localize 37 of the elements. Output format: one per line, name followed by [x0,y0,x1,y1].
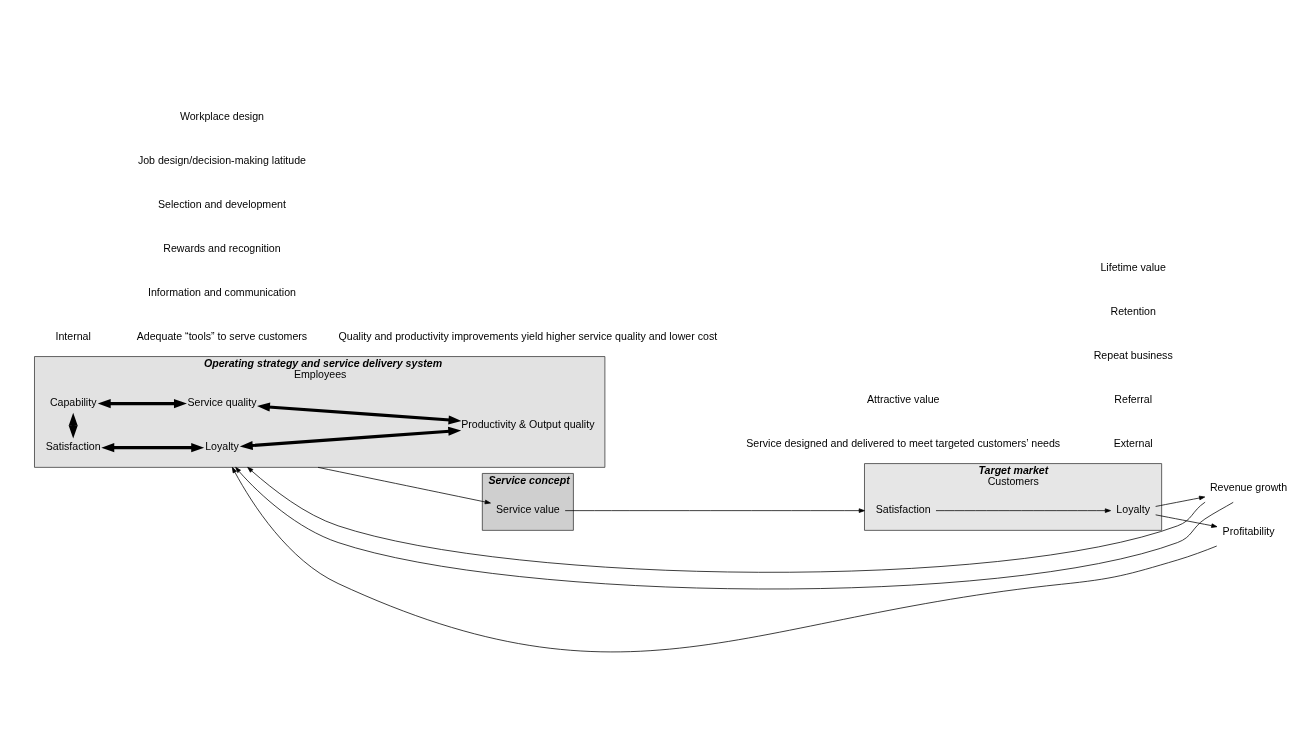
label: Workplace design [179,109,265,122]
label: Quality and productivity improvements yield higher service quality and lower cost [338,329,718,342]
node-text: Productivity & Output quality [461,417,595,430]
arrow [247,466,1206,573]
label: Retention [1110,304,1156,317]
label: External [1113,436,1153,449]
arrow [257,402,462,424]
node-text: Satisfaction [875,502,931,515]
label: Repeat business [1093,348,1173,361]
node-text: Capability [49,395,97,408]
node-text: Loyalty [205,439,239,452]
node-text: Revenue growth [1209,480,1288,493]
node-text: Service quality [187,395,257,408]
arrow [239,426,462,450]
arrow [935,507,1111,513]
arrow [1155,495,1206,507]
arrow [97,398,187,408]
label: Adequate “tools” to serve customers [136,329,308,342]
label: Job design/decision-making latitude [137,153,307,166]
label: Information and communication [147,285,296,298]
label: Referral [1114,392,1153,405]
arrow [101,442,205,452]
node-text: Satisfaction [45,439,101,452]
arrow [1155,513,1218,528]
arrow [235,466,1234,589]
node-text: Service value [496,502,560,515]
label: Service designed and delivered to meet targeted customers’ needs [746,436,1061,449]
node-text: Profitability [1222,524,1275,537]
label: Attractive value [866,392,940,405]
arrow [564,507,865,513]
label: Internal [55,329,91,342]
node-text: Loyalty [1116,502,1150,515]
label: Selection and development [157,197,286,210]
label: Lifetime value [1100,260,1166,273]
arrow [317,466,491,504]
label: Rewards and recognition [163,241,281,254]
arrow [231,466,1218,652]
